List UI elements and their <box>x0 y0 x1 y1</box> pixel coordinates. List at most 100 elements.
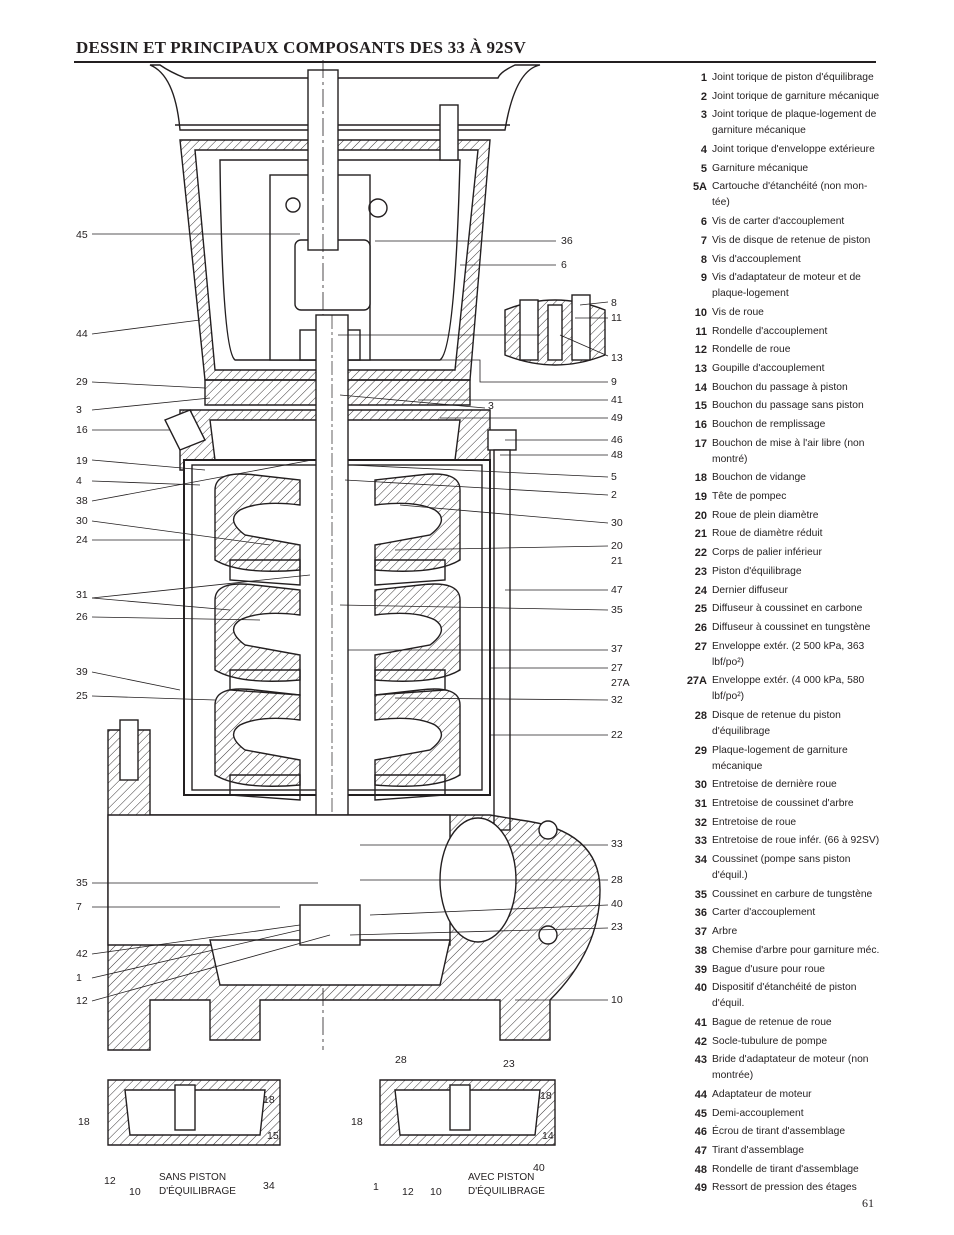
callout-label: 30 <box>611 517 623 529</box>
legend-item-number: 36 <box>694 907 707 920</box>
callout-label: 33 <box>611 838 623 850</box>
legend-item-text: Enveloppe extér. (4 000 kPa, 580 lbf/po²… <box>712 675 865 703</box>
legend-item-number: 12 <box>694 344 707 357</box>
callout-label: 37 <box>611 643 623 655</box>
legend-item-text: Bride d'adaptateur de moteur (non montré… <box>712 1054 869 1082</box>
callout-label: 7 <box>76 901 82 913</box>
legend-item-number: 24 <box>694 584 707 597</box>
legend-item-text: Piston d'équilibrage <box>712 565 802 577</box>
legend-item: 27 Enveloppe extér. (2 500 kPa, 363 lbf/p… <box>680 639 880 671</box>
detail-caption-line-1: Sans piston <box>159 1172 227 1183</box>
legend-item-text: Joint torique de piston d'équilibrage <box>712 72 874 83</box>
legend-item-number: 15 <box>694 400 707 413</box>
callout-label: 28 <box>611 874 623 886</box>
callout-label: 27A <box>611 677 630 689</box>
callout-label: 30 <box>76 515 88 527</box>
legend-item: 4 Joint torique d'enveloppe extérieure <box>680 142 880 158</box>
callout-label: 6 <box>561 259 567 271</box>
detail-callout-label: 40 <box>533 1162 545 1174</box>
legend-item-text: Diffuseur à coussinet en tungstène <box>712 621 871 633</box>
callout-label: 5 <box>611 471 617 483</box>
detail-callout-label: 34 <box>263 1180 275 1192</box>
legend-item-number: 26 <box>694 621 707 634</box>
callout-label: 3 <box>488 400 494 412</box>
legend-item-text: Rondelle de tirant d'assemblage <box>712 1163 859 1175</box>
legend-item-number: 34 <box>694 854 707 867</box>
legend-item-text: Écrou de tirant d'assemblage <box>712 1126 846 1138</box>
legend-item-number: 3 <box>700 109 707 122</box>
legend-item-number: 22 <box>694 547 707 560</box>
detail-callout-label: 10 <box>430 1186 442 1198</box>
legend-item-number: 27A <box>686 675 707 688</box>
legend-item-text: Ressort de pression des étages <box>712 1182 857 1194</box>
legend-item: 32 Entretoise de roue <box>680 815 880 831</box>
callout-label: 39 <box>76 666 88 678</box>
legend-item-text: Plaque-logement de garniture mécanique <box>712 744 848 772</box>
legend-item-text: Roue de plein diamètre <box>712 509 819 521</box>
legend-item-number: 42 <box>694 1035 707 1048</box>
legend-item-number: 37 <box>694 926 707 939</box>
page-title: Dessin et principaux composants des 33 à… <box>76 38 526 57</box>
legend-item: 37 Arbre <box>680 924 880 940</box>
legend-item-text: Joint torique d'enveloppe extérieure <box>712 144 875 156</box>
legend-item-number: 21 <box>694 528 707 541</box>
detail-callout-label: 18 <box>78 1116 90 1128</box>
callout-label: 29 <box>76 376 88 388</box>
legend-item-text: Entretoise de roue <box>712 816 797 828</box>
callout-label: 42 <box>76 948 88 960</box>
legend-item-text: Demi-accouplement <box>712 1107 804 1119</box>
legend-item-number: 8 <box>700 253 707 266</box>
detail-callout-label: 12 <box>104 1175 116 1187</box>
detail-callout-label: 18 <box>351 1116 363 1128</box>
page-number: 61 <box>862 1196 874 1210</box>
detail-callout-label: 15 <box>267 1130 279 1142</box>
callout-label: 41 <box>611 394 623 406</box>
legend-item-text: Arbre <box>712 926 738 938</box>
callout-label: 32 <box>611 694 623 706</box>
legend-item-number: 44 <box>694 1088 707 1101</box>
callout-label: 26 <box>76 611 88 623</box>
callout-label: 2 <box>611 489 617 501</box>
legend-item-text: Joint torique de garniture mécanique <box>712 90 880 102</box>
legend-item-text: Bouchon de vidange <box>712 472 806 484</box>
legend-item-number: 4 <box>700 144 707 157</box>
callout-label: 21 <box>611 555 623 567</box>
legend-item-number: 20 <box>694 509 707 522</box>
callout-label: 47 <box>611 584 623 596</box>
legend-item-text: Enveloppe extér. (2 500 kPa, 363 lbf/po²… <box>712 640 865 668</box>
legend-item-text: Entretoise de coussinet d'arbre <box>712 798 854 809</box>
legend-item-text: Dernier diffuseur <box>712 584 788 596</box>
legend-item-text: Bague d'usure pour roue <box>712 963 826 975</box>
legend-item-number: 19 <box>694 491 707 504</box>
legend-item-number: 25 <box>694 603 707 616</box>
legend-item-number: 10 <box>694 306 707 319</box>
legend-item-number: 47 <box>694 1145 707 1157</box>
legend-item-number: 9 <box>700 272 707 285</box>
legend-item-number: 27 <box>694 640 707 653</box>
legend-item-number: 46 <box>694 1126 707 1139</box>
legend-item-text: Rondelle d'accouplement <box>712 325 828 337</box>
legend-item-text: Roue de diamètre réduit <box>712 528 823 540</box>
legend-item-number: 29 <box>694 744 707 757</box>
legend-item-number: 32 <box>694 816 707 829</box>
callout-label: 20 <box>611 540 623 552</box>
legend-item: 27A Enveloppe extér. (4 000 kPa, 580 lbf/… <box>680 673 880 705</box>
detail-caption-line-2: d'équilibrage <box>159 1186 236 1197</box>
